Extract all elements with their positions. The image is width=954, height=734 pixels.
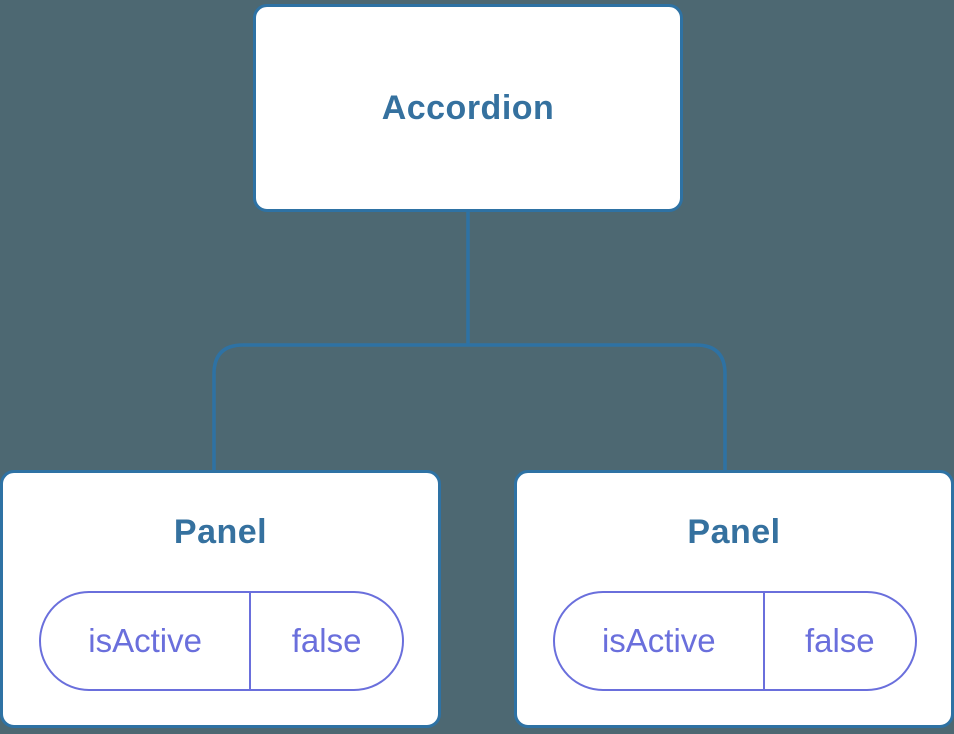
panel-node-left: Panel isActive false [0, 470, 441, 728]
state-pill: isActive false [553, 591, 917, 691]
panel-node-label: Panel [687, 513, 781, 551]
accordion-node-label: Accordion [381, 88, 555, 127]
panel-node-right: Panel isActive false [514, 470, 954, 728]
connector-bracket [212, 343, 727, 471]
state-value: false [291, 622, 362, 659]
panel-node-label: Panel [173, 513, 268, 551]
state-value: false [804, 622, 875, 659]
state-pill: isActive false [39, 591, 404, 691]
state-name: isActive [41, 593, 252, 689]
state-name: isActive [555, 593, 765, 689]
accordion-node: Accordion [253, 4, 683, 212]
